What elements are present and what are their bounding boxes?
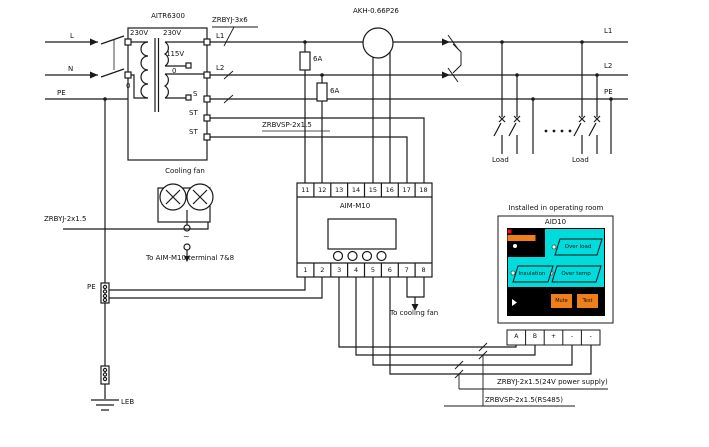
- primary-voltage-label: 230V: [130, 29, 149, 37]
- earthing-symbol: [91, 97, 119, 411]
- terminal-13: 13: [335, 186, 344, 194]
- secondary-voltage-label: 230V: [163, 29, 182, 37]
- mains-cable-label: ZRBYJ-3x6: [212, 16, 248, 24]
- terminal-3: 3: [337, 266, 342, 274]
- panel-cursor: [512, 299, 517, 306]
- terminal-1: 1: [303, 266, 308, 274]
- panel-terminal-minus2: -: [589, 333, 592, 340]
- transformer-model-label: AITR6300: [151, 12, 185, 20]
- cooling-fan-label: Cooling fan: [165, 167, 205, 175]
- pe-block-label: PE: [87, 283, 96, 291]
- transformer-symbol: [124, 27, 211, 161]
- fuse1-label: 6A: [313, 55, 323, 63]
- temp-cable-label: ZRBVSP-2x1.5: [262, 121, 312, 129]
- overload-indicator-label: Over load: [564, 244, 592, 250]
- terminal-16: 16: [385, 186, 394, 194]
- overtemp-indicator-label: Over temp: [561, 271, 591, 277]
- panel-terminal-a: A: [514, 333, 519, 340]
- aim-bottom-wiring: [109, 277, 592, 375]
- terminal-17: 17: [402, 186, 411, 194]
- terminal-18: 18: [419, 186, 428, 194]
- overtemp-indicator-shape: [551, 265, 602, 283]
- aim-top-terminals: 11 12 13 14 15 16 17 18: [297, 185, 432, 196]
- insulation-indicator-label: Insulation: [518, 271, 546, 277]
- terminal-7: 7: [404, 266, 409, 274]
- terminal-6: 6: [387, 266, 392, 274]
- out-l1-label: L1: [216, 32, 225, 40]
- aim-bottom-terminals: 1 2 3 4 5 6 7 8: [297, 265, 432, 276]
- secondary-lines: [210, 41, 628, 183]
- out-l2-label: L2: [216, 64, 225, 72]
- leb-label: LEB: [121, 398, 135, 406]
- to-cooling-fan-label: To cooling fan: [390, 309, 439, 317]
- power-24v-cable-label: ZRBYJ-2x1.5(24V power supply): [497, 378, 608, 386]
- fan-connector-label: ~: [183, 232, 190, 241]
- fan-cable-label: ZRBYJ-2x1.5: [44, 215, 87, 223]
- terminal-5: 5: [370, 266, 375, 274]
- aid-panel-symbol: [497, 215, 614, 346]
- panel-terminal-b: B: [532, 333, 537, 340]
- primary-zero-label: 0: [126, 82, 131, 90]
- shield-terminal-label: S: [193, 90, 198, 98]
- supply-n-label: N: [68, 65, 74, 73]
- test-button-shape: [577, 294, 598, 308]
- panel-terminal-minus1: -: [570, 333, 574, 340]
- terminal-14: 14: [351, 186, 361, 194]
- mains-entry-symbol: [45, 35, 125, 79]
- fan-symbol: [63, 183, 214, 262]
- mute-button-label: Mute: [555, 298, 568, 304]
- mains-cable-callout: [212, 26, 258, 104]
- panel-titlebar: [507, 235, 536, 241]
- insulation-indicator-shape: [512, 265, 554, 283]
- panel-model-label: AID10: [544, 218, 567, 226]
- fan-note-label: To AIM-M10 terminal 7&8: [146, 254, 235, 262]
- terminal-8: 8: [421, 266, 426, 274]
- mute-button-shape: [551, 294, 572, 308]
- panel-alarm-dot: [507, 229, 512, 234]
- st1-terminal-label: ST: [189, 109, 198, 117]
- secondary-zero-label: 0: [172, 67, 177, 75]
- fuse-symbols: [299, 40, 328, 183]
- aim-display: [327, 218, 397, 250]
- panel-terminals: A B + - -: [507, 331, 600, 344]
- load-feeders: [493, 40, 613, 154]
- panel-terminal-plus: +: [550, 333, 556, 340]
- ct-model-label: AKH-0.66P26: [353, 7, 399, 15]
- supply-l-label: L: [70, 32, 74, 40]
- terminal-2: 2: [320, 266, 325, 274]
- terminal-15: 15: [368, 186, 378, 194]
- terminal-12: 12: [318, 186, 327, 194]
- ct-symbol: [362, 27, 394, 183]
- secondary-tap-label: 115V: [166, 50, 185, 58]
- rs485-cable-label: ZRBVSP-2x1.5(RS485): [485, 396, 563, 404]
- supply-pe-label: PE: [57, 89, 66, 97]
- panel-location-label: Installed in operating room: [508, 204, 604, 212]
- overload-indicator-shape: [554, 238, 603, 256]
- bus-l1-label: L1: [604, 27, 613, 35]
- bus-pe-label: PE: [604, 88, 613, 96]
- st2-terminal-label: ST: [189, 128, 198, 136]
- terminal-11: 11: [301, 186, 310, 194]
- line-break-marks: [442, 34, 462, 83]
- load-right-label: Load: [572, 156, 589, 164]
- test-button-label: Test: [582, 298, 593, 304]
- aim-model-label: AIM-M10: [339, 202, 371, 210]
- aim-m10-outline: [296, 182, 433, 278]
- terminal-4: 4: [353, 266, 359, 274]
- bus-l2-label: L2: [604, 62, 613, 70]
- load-left-label: Load: [492, 156, 509, 164]
- cable-callouts: [444, 342, 608, 407]
- fuse2-label: 6A: [330, 87, 340, 95]
